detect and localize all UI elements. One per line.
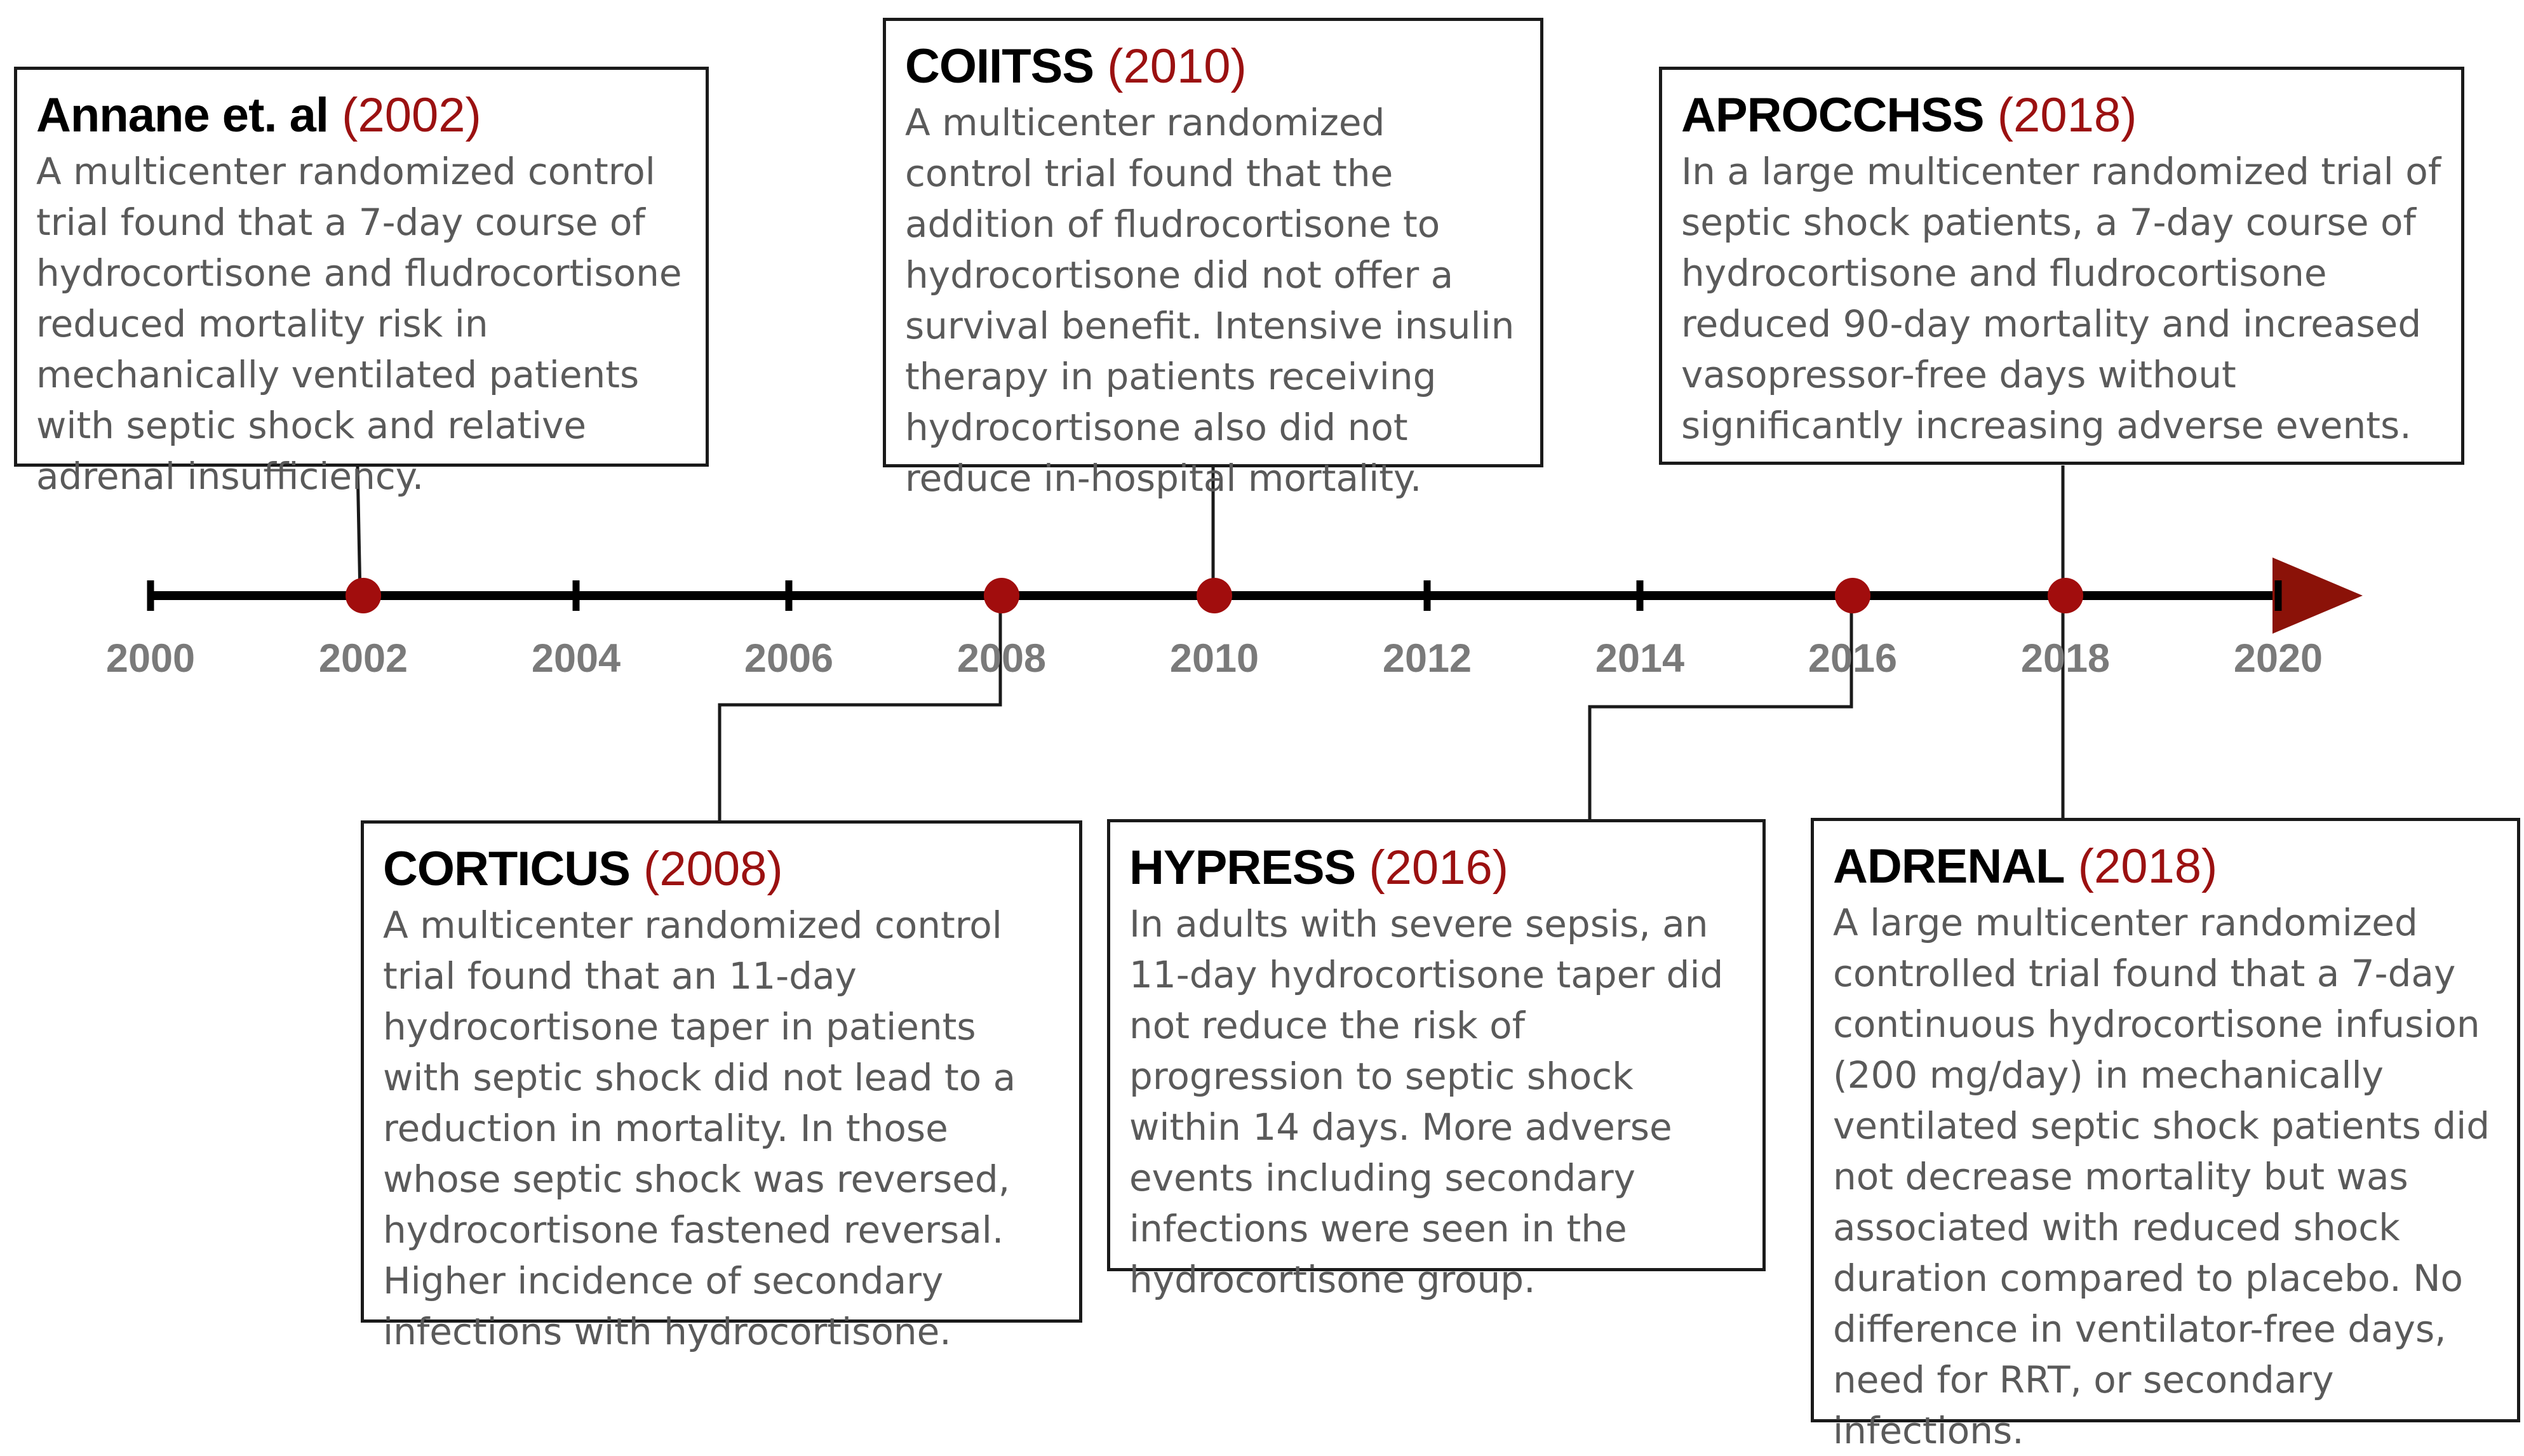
event-box-adrenal: ADRENAL (2018) A large multicenter rando… xyxy=(1811,818,2520,1452)
event-marker xyxy=(2048,578,2083,613)
event-description: In adults with severe sepsis, an 11-day … xyxy=(1129,902,1724,1301)
axis-arrow-icon xyxy=(2272,558,2363,634)
tick-label: 2006 xyxy=(744,636,833,681)
event-year: (2008) xyxy=(643,842,783,896)
connector-line xyxy=(356,466,362,596)
event-marker xyxy=(984,578,1019,613)
event-name: COIITSS xyxy=(905,39,1094,93)
event-title: ADRENAL (2018) xyxy=(1833,836,2498,897)
event-title: COIITSS (2010) xyxy=(905,36,1521,97)
event-name: Annane et. al xyxy=(36,88,329,142)
tick-label: 2008 xyxy=(957,636,1046,681)
tick-label: 2010 xyxy=(1170,636,1259,681)
event-box-annane: Annane et. al (2002) A multicenter rando… xyxy=(14,67,709,498)
event-title: Annane et. al (2002) xyxy=(36,85,687,146)
tick-label: 2020 xyxy=(2234,636,2323,681)
event-marker xyxy=(346,578,381,613)
tick-label: 2002 xyxy=(319,636,408,681)
event-year: (2016) xyxy=(1355,841,1509,895)
tick-label: 2016 xyxy=(1808,636,1897,681)
event-year: (2010) xyxy=(1107,39,1247,93)
event-marker xyxy=(1197,578,1232,613)
event-title: HYPRESS (2016) xyxy=(1129,838,1743,898)
tick-label: 2000 xyxy=(106,636,195,681)
event-title: CORTICUS (2008) xyxy=(383,839,1060,900)
event-description: A large multicenter randomized controlle… xyxy=(1833,901,2490,1452)
event-name: ADRENAL xyxy=(1833,839,2065,893)
event-box-aprocchss: APROCCHSS (2018) In a large multicenter … xyxy=(1659,67,2464,465)
event-description: In a large multicenter randomized trial … xyxy=(1681,150,2441,447)
event-box-corticus: CORTICUS (2008) A multicenter randomized… xyxy=(361,820,1082,1353)
event-box-coiitss: COIITSS (2010) A multicenter randomized … xyxy=(883,18,1543,500)
timeline-axis xyxy=(147,558,2363,634)
event-name: APROCCHSS xyxy=(1681,88,1985,142)
event-marker xyxy=(1835,578,1870,613)
tick-label: 2014 xyxy=(1595,636,1684,681)
connector-line xyxy=(718,596,1002,820)
tick-label: 2004 xyxy=(532,636,621,681)
event-description: A multicenter randomized control trial f… xyxy=(383,904,1016,1353)
event-name: CORTICUS xyxy=(383,842,631,896)
event-year: (2018) xyxy=(2078,839,2218,893)
event-description: A multicenter randomized control trial f… xyxy=(905,101,1515,500)
tick-label: 2018 xyxy=(2021,636,2110,681)
event-name: HYPRESS xyxy=(1129,841,1356,895)
year-tick-labels: 2000 2002 2004 2006 2008 2010 2012 2014 2016 2018… xyxy=(106,636,2323,681)
event-year: (2018) xyxy=(1997,88,2137,142)
tick-label: 2012 xyxy=(1383,636,1472,681)
connector-lines xyxy=(356,465,2065,820)
connector-line xyxy=(1588,596,1853,819)
event-description: A multicenter randomized control trial f… xyxy=(36,150,682,498)
event-title: APROCCHSS (2018) xyxy=(1681,85,2442,146)
event-year: (2002) xyxy=(342,88,481,142)
event-box-hypress: HYPRESS (2016) In adults with severe sep… xyxy=(1107,819,1766,1301)
